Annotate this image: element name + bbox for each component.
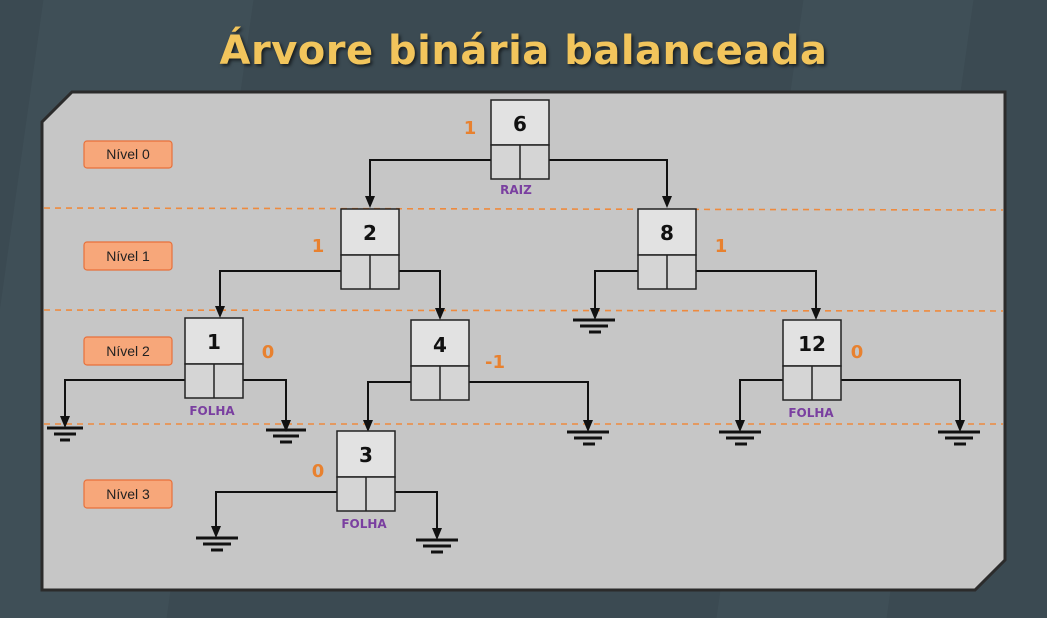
level-divider: [43, 309, 1004, 312]
balance-factor: 1: [715, 236, 728, 257]
arrowhead: [435, 308, 445, 320]
edge-4-3: [367, 381, 412, 428]
arrowhead: [955, 420, 965, 432]
arrowhead: [211, 526, 221, 538]
level-label-text: Nível 3: [106, 486, 150, 502]
arrowhead: [811, 308, 821, 320]
null-edge: [64, 379, 186, 424]
null-ground-icon: [573, 318, 615, 334]
level-label-text: Nível 1: [106, 248, 150, 264]
tree-node-12[interactable]: 12 0 FOLHA: [782, 319, 864, 420]
level-label-text: Nível 0: [106, 146, 150, 162]
null-ground-icon: [196, 536, 238, 552]
balance-factor: 0: [312, 461, 325, 482]
level-label-1: Nível 1: [83, 241, 173, 271]
tree-node-8[interactable]: 8 1: [637, 208, 728, 290]
null-edge: [739, 379, 784, 428]
node-tag: FOLHA: [341, 517, 387, 531]
balance-factor: 1: [464, 118, 477, 139]
null-edge: [242, 379, 287, 428]
node-tag: FOLHA: [788, 406, 834, 420]
null-ground-icon: [266, 428, 306, 444]
node-key: 2: [363, 221, 377, 245]
node-tag: FOLHA: [189, 404, 235, 418]
ground-symbols: [47, 318, 980, 554]
node-key: 1: [207, 330, 221, 354]
edge-6-8: [548, 159, 668, 204]
edge-2-1: [219, 270, 342, 314]
arrowhead: [60, 416, 70, 428]
null-edge: [394, 491, 438, 536]
null-edge: [468, 381, 589, 428]
arrowhead: [590, 308, 600, 320]
null-edge: [215, 491, 338, 534]
diagram-panel: [40, 90, 1007, 592]
edge-6-2: [369, 159, 492, 204]
page-title: Árvore binária balanceada: [219, 28, 828, 74]
null-ground-icon: [567, 430, 609, 446]
arrowheads: [60, 196, 965, 540]
node-key: 4: [433, 333, 447, 357]
arrowhead: [215, 306, 225, 318]
balance-factor: -1: [485, 352, 505, 373]
tree-node-1[interactable]: 1 0 FOLHA: [184, 317, 275, 418]
node-key: 8: [660, 221, 674, 245]
null-ground-icon: [719, 430, 761, 446]
level-dividers: [43, 207, 1004, 425]
tree-node-2[interactable]: 2 1: [312, 208, 400, 290]
balance-factor: 0: [262, 342, 275, 363]
level-label-text: Nível 2: [106, 343, 150, 359]
arrowhead: [432, 528, 442, 540]
arrowhead: [363, 420, 373, 432]
balance-factor: 1: [312, 236, 325, 257]
level-divider: [43, 207, 1004, 211]
arrowhead: [583, 420, 593, 432]
tree-node-4[interactable]: 4 -1: [410, 319, 505, 401]
arrowhead: [662, 196, 672, 208]
arrowhead: [365, 196, 375, 208]
edge-8-12: [694, 270, 817, 316]
balance-factor: 0: [851, 342, 864, 363]
null-edge: [594, 270, 638, 316]
tree-edges: [64, 159, 961, 536]
null-ground-icon: [416, 538, 458, 554]
node-tag: RAIZ: [500, 183, 532, 197]
tree-node-6[interactable]: 6 1 RAIZ: [464, 99, 550, 197]
null-edge: [840, 379, 961, 428]
null-ground-icon: [47, 426, 83, 442]
null-ground-icon: [938, 430, 980, 446]
level-label-3: Nível 3: [83, 479, 173, 509]
tree-node-3[interactable]: 3 0 FOLHA: [312, 430, 396, 531]
edge-2-4: [398, 270, 441, 316]
level-label-2: Nível 2: [83, 336, 173, 366]
arrowhead: [281, 420, 291, 432]
arrowhead: [735, 420, 745, 432]
node-key: 6: [513, 112, 527, 136]
level-label-0: Nível 0: [83, 140, 173, 169]
node-key: 12: [798, 332, 826, 356]
node-key: 3: [359, 443, 373, 467]
